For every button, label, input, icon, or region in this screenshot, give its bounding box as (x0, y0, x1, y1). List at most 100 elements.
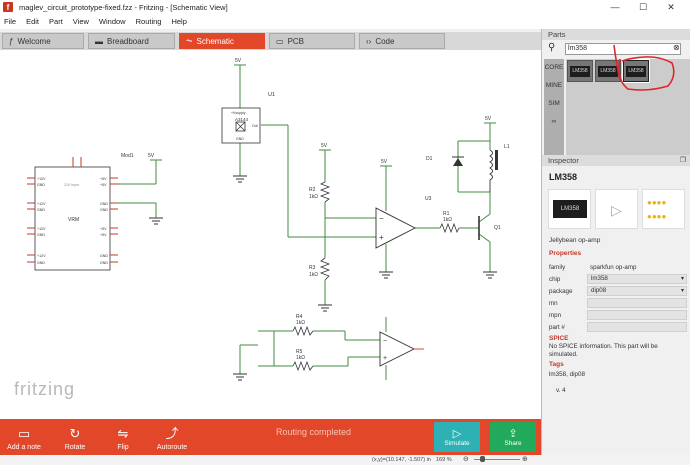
tab-pcb[interactable]: ▭PCB (269, 33, 355, 49)
mpn-field[interactable] (587, 310, 687, 320)
close-button[interactable]: ✕ (667, 1, 675, 12)
label-5v: 5V (148, 153, 155, 159)
property-key: chip (549, 276, 561, 283)
fritzing-app-icon: f (3, 2, 13, 12)
bin-tab-mine[interactable]: MINE (545, 82, 563, 89)
share-button[interactable]: ⇪Share (490, 422, 536, 452)
menu-help[interactable]: Help (171, 17, 187, 26)
vrm-pin-label: +5V (100, 183, 107, 187)
autoroute-icon: ⤴ (165, 426, 179, 441)
bin-tab-more-icon[interactable]: ∞ (551, 118, 557, 125)
maximize-button[interactable]: ☐ (638, 1, 648, 12)
package-select[interactable]: dip08▾ (587, 286, 687, 296)
vrm-pin-label: +5V (100, 233, 107, 237)
tab-label: Code (375, 36, 395, 46)
label-a3144: A3144 (235, 117, 249, 122)
menu-view[interactable]: View (72, 17, 89, 26)
label-5v: 5V (485, 116, 492, 122)
schematic-canvas[interactable]: 5V U1 +Vsupply A3144 Out GND Mod1 5V 12V… (0, 50, 541, 419)
window-title: maglev_circuit_prototype-fixed.fzz - Fri… (19, 2, 228, 12)
flip-button[interactable]: ⇋Flip (103, 419, 143, 455)
zoom-level: 169 % (436, 457, 452, 463)
vrm-module[interactable] (34, 166, 111, 271)
zoom-in-icon[interactable]: ⊕ (522, 456, 528, 463)
add-note-button[interactable]: ▭Add a note (4, 419, 44, 455)
tab-label: Welcome (17, 36, 51, 46)
menu-window[interactable]: Window (98, 17, 126, 26)
label-d1: D1 (426, 156, 433, 162)
zoom-slider-handle[interactable] (480, 456, 485, 462)
zoom-slider[interactable] (474, 459, 520, 460)
search-icon[interactable]: ⚲ (548, 42, 556, 53)
menu-edit[interactable]: Edit (26, 17, 40, 26)
inductor-l1[interactable] (489, 149, 493, 192)
bin-tab-core[interactable]: CORE (544, 64, 564, 71)
tab-breadboard[interactable]: ▬Breadboard (88, 33, 175, 49)
resistor-r4[interactable] (292, 325, 314, 337)
part-result-lm358[interactable]: LM358 (567, 60, 593, 82)
resistor-r1[interactable] (439, 222, 460, 234)
autoroute-button[interactable]: ⤴Autoroute (152, 419, 192, 455)
property-value: sparkfun op-amp (590, 264, 637, 271)
properties-heading: Properties (549, 250, 582, 257)
bin-tab-sim[interactable]: SIM (548, 100, 560, 107)
resistor-r5[interactable] (292, 360, 314, 372)
simulate-button[interactable]: ▷Simulate (434, 422, 480, 452)
minimize-button[interactable]: — (610, 2, 620, 12)
resistor-r3[interactable] (319, 257, 331, 281)
tab-code[interactable]: ‹›Code (359, 33, 445, 49)
parts-title: Parts (548, 30, 566, 39)
diode-d1[interactable] (453, 158, 463, 166)
label-5v: 5V (235, 58, 242, 64)
part-number-field[interactable] (587, 322, 687, 332)
clear-search-icon[interactable]: ⊗ (673, 43, 680, 52)
mn-field[interactable] (587, 298, 687, 308)
tags-value: lm358, dip08 (549, 371, 586, 378)
label-r5: R5 (296, 349, 303, 355)
float-panel-icon[interactable]: ❐ (679, 157, 686, 164)
label-r2: R2 (309, 187, 316, 193)
part-result-lm358-selected[interactable]: LM358 (622, 59, 650, 83)
schematic-drawing[interactable]: 5V U1 +Vsupply A3144 Out GND Mod1 5V 12V… (0, 50, 541, 419)
chip-select[interactable]: lm358▾ (587, 274, 687, 284)
parts-search-input[interactable]: lm358 (565, 43, 681, 55)
opamp-lower[interactable] (379, 331, 416, 367)
play-icon: ▷ (452, 428, 462, 440)
chevron-down-icon: ▾ (680, 288, 684, 294)
tab-label: PCB (287, 36, 305, 46)
rotate-icon: ↻ (69, 426, 81, 441)
label-12v-input: 12V Input (64, 183, 79, 187)
tags-heading: Tags (549, 361, 564, 368)
bottom-toolbar: ▭Add a note ↻Rotate ⇋Flip ⤴Autoroute Rou… (0, 419, 541, 455)
flip-label: Flip (117, 444, 129, 451)
resistor-r2[interactable] (319, 181, 331, 203)
rotate-button[interactable]: ↻Rotate (55, 419, 95, 455)
label-u1: U1 (268, 92, 275, 98)
menu-file[interactable]: File (4, 17, 17, 26)
menu-bar: File Edit Part View Window Routing Help (0, 14, 690, 29)
part-result-lm358[interactable]: LM358 (595, 60, 621, 82)
property-key: family (549, 264, 566, 271)
tab-label: Schematic (196, 36, 234, 46)
label-l1: L1 (504, 144, 510, 150)
menu-part[interactable]: Part (49, 17, 63, 26)
pads-icon: ●●●● (647, 198, 667, 207)
tab-schematic[interactable]: ⏦Schematic (179, 33, 265, 49)
menu-routing[interactable]: Routing (135, 17, 162, 26)
opamp-plus-sign: + (383, 355, 387, 362)
vrm-pin-label: +12V (37, 177, 46, 181)
zoom-out-icon[interactable]: ⊖ (463, 456, 469, 463)
label-r4: R4 (296, 314, 303, 320)
hall-sensor-u1[interactable] (221, 107, 261, 144)
vrm-pin-label: GND (37, 261, 45, 265)
label-5v: 5V (321, 143, 328, 149)
part-version: v. 4 (556, 387, 566, 394)
chip-label: LM358 (553, 200, 587, 218)
property-row: part # (549, 322, 687, 333)
chip-label: LM358 (570, 66, 590, 77)
label-gnd: GND (236, 137, 244, 141)
vrm-pin-label: GND (100, 261, 108, 265)
inspector-header: Inspector❐ (542, 155, 690, 166)
opamp-u3[interactable] (375, 207, 416, 249)
